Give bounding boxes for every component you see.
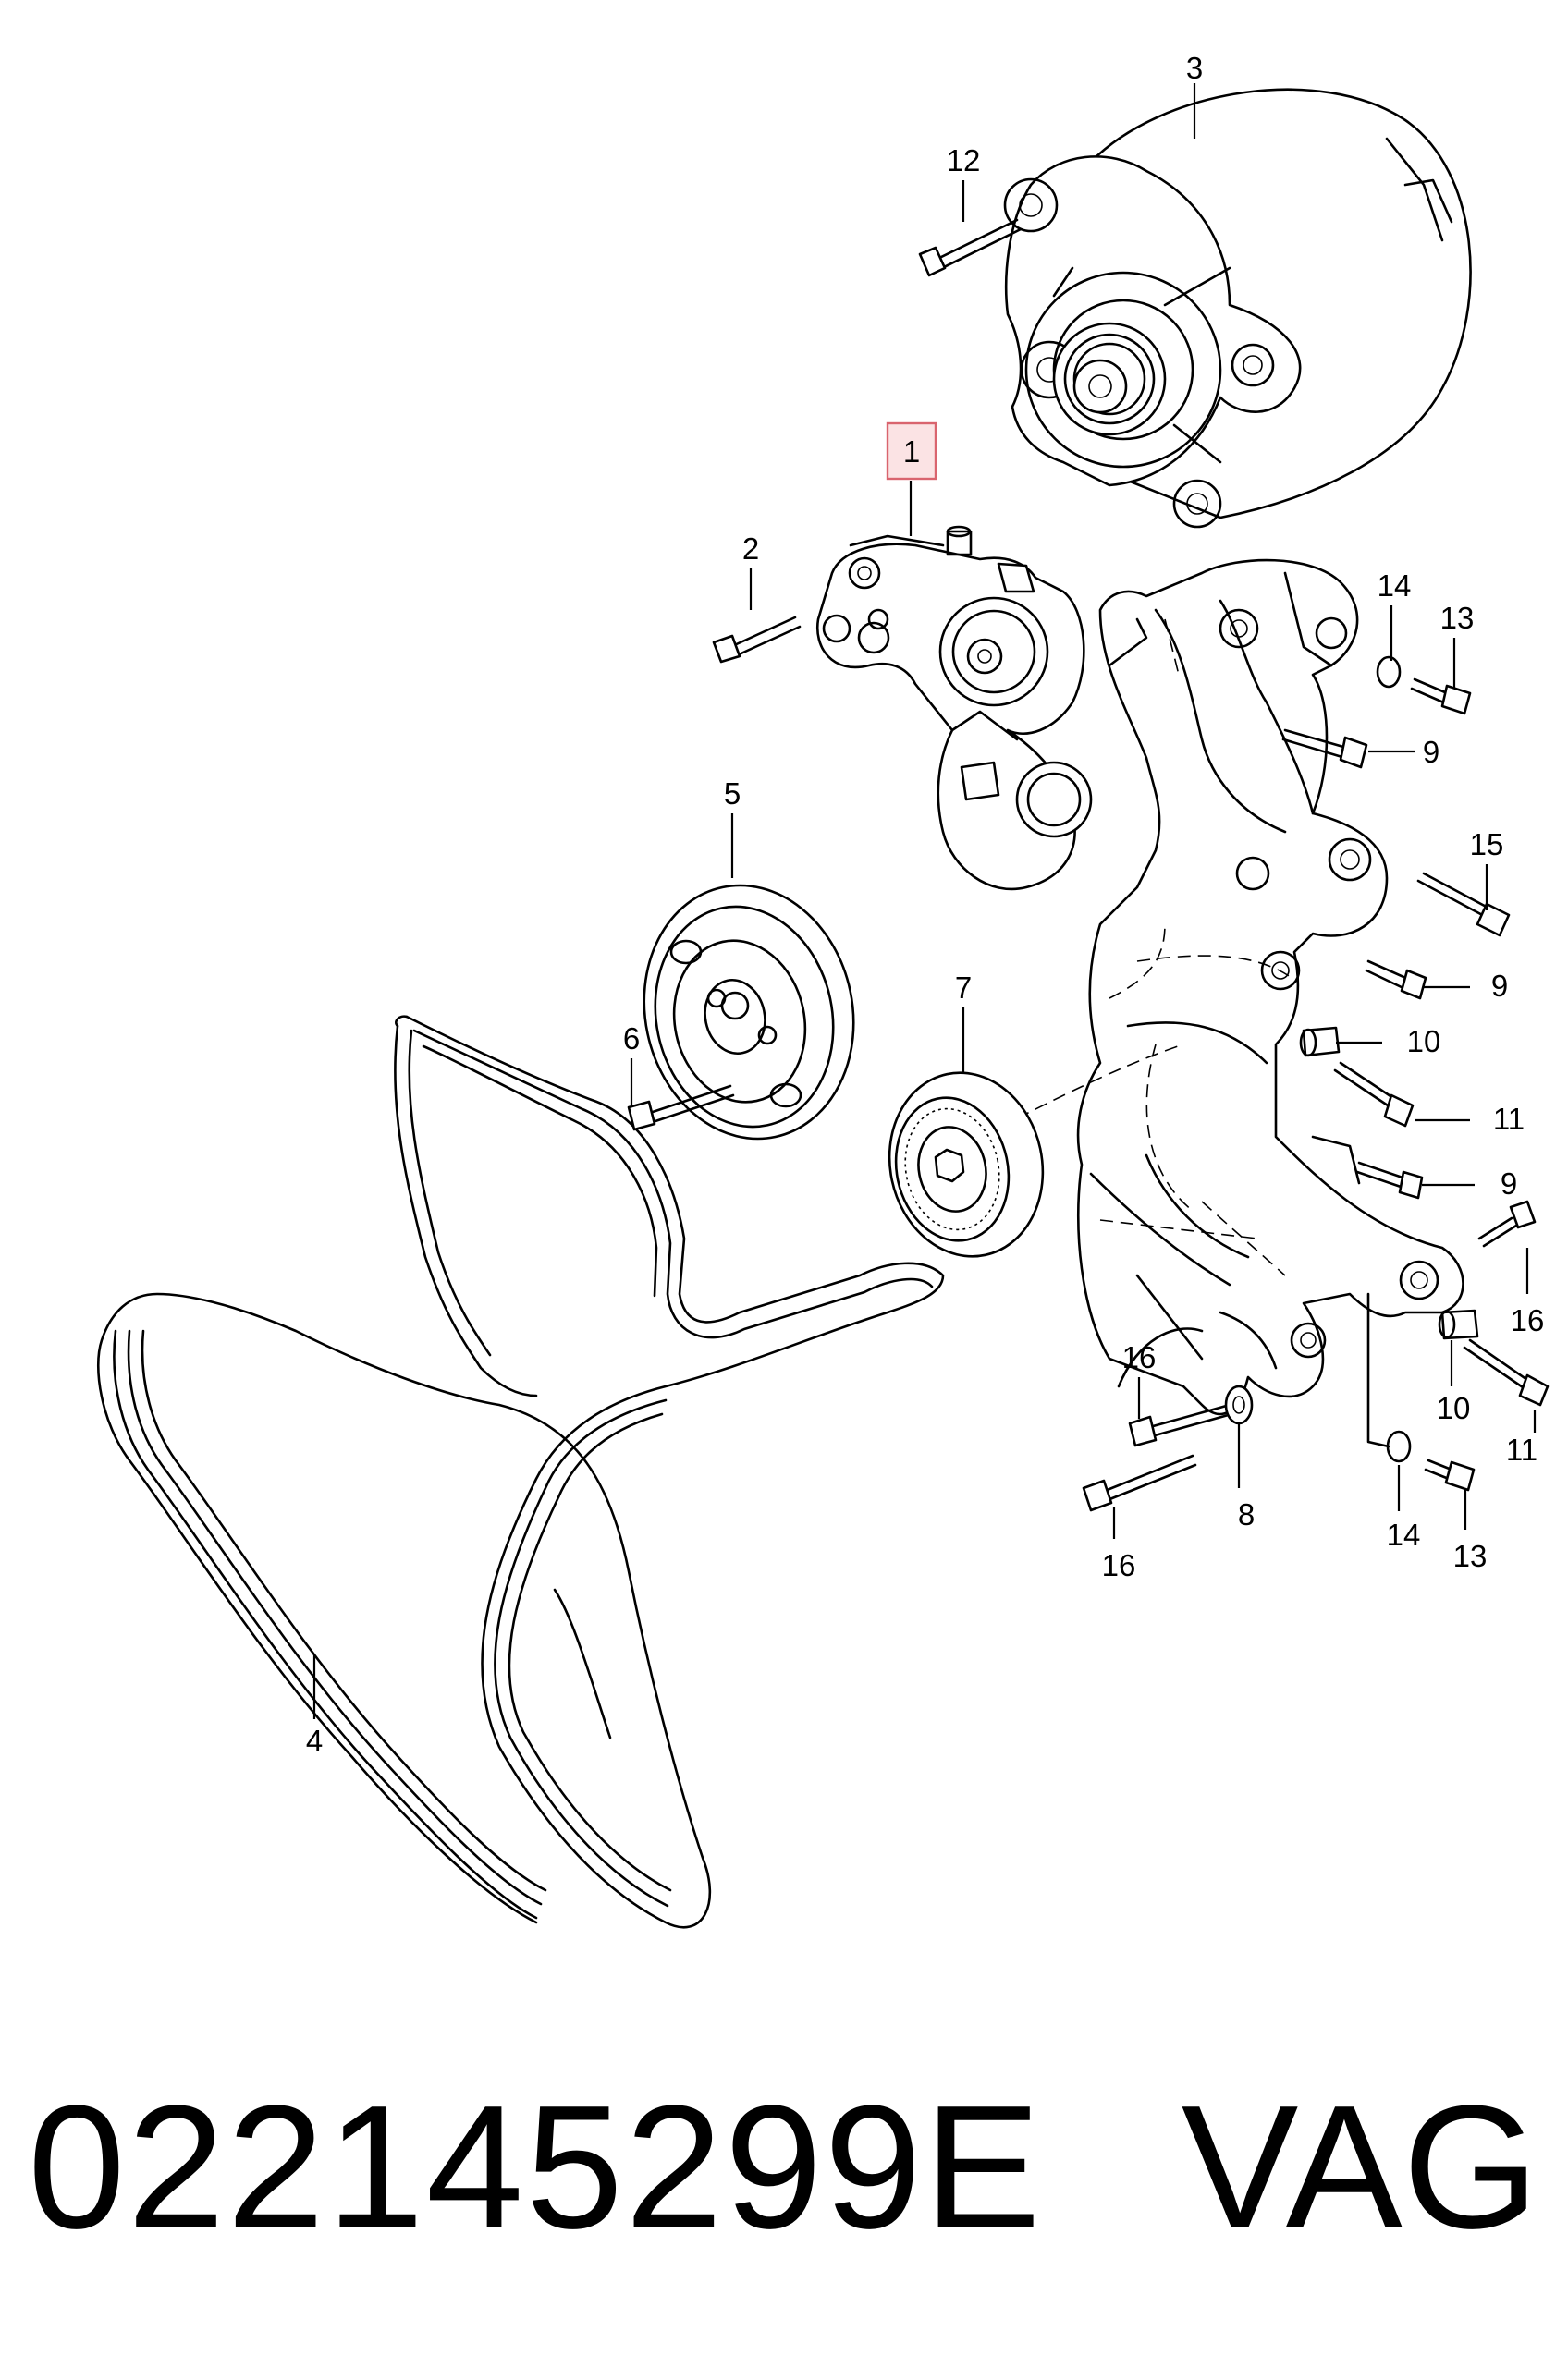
callout-leaders (312, 83, 1537, 1719)
deflection-pulley-5 (643, 884, 855, 1141)
callout-9-middle[interactable]: 9 (1491, 969, 1508, 1003)
callout-numbers: 1 2 3 4 5 6 7 8 9 9 9 10 10 11 11 12 13 … (306, 51, 1545, 1758)
callout-4[interactable]: 4 (306, 1724, 323, 1758)
callout-6[interactable]: 6 (623, 1021, 640, 1056)
poly-v-belt (96, 1015, 945, 1929)
callout-10-lower[interactable]: 10 (1437, 1391, 1471, 1425)
mounting-bracket (1016, 558, 1464, 1416)
callout-3[interactable]: 3 (1186, 51, 1203, 85)
callout-16-middle[interactable]: 16 (1122, 1340, 1157, 1374)
part-number: 022145299E (28, 2069, 1043, 2265)
callout-14-upper[interactable]: 14 (1378, 568, 1412, 603)
callout-12[interactable]: 12 (947, 143, 981, 177)
deflection-pulley-7 (888, 1071, 1045, 1258)
callout-15[interactable]: 15 (1470, 827, 1504, 861)
callout-16-right[interactable]: 16 (1511, 1303, 1545, 1337)
callout-5[interactable]: 5 (724, 776, 741, 811)
alternator (1003, 88, 1472, 529)
callout-1[interactable]: 1 (903, 434, 920, 469)
brand-name: VAG (1181, 2069, 1539, 2265)
callout-11-lower[interactable]: 11 (1506, 1433, 1537, 1467)
callout-13-upper[interactable]: 13 (1440, 601, 1475, 635)
fasteners (627, 218, 1550, 1512)
callout-9-lower[interactable]: 9 (1501, 1166, 1517, 1201)
belt-tensioner (815, 525, 1093, 891)
callout-11-upper[interactable]: 11 (1493, 1102, 1525, 1136)
callout-16-lower[interactable]: 16 (1102, 1548, 1136, 1582)
callout-14-lower[interactable]: 14 (1387, 1518, 1421, 1552)
callout-13-lower[interactable]: 13 (1453, 1539, 1488, 1573)
callout-2[interactable]: 2 (742, 531, 759, 566)
parts-diagram: 1 2 3 4 5 6 7 8 9 9 9 10 10 11 11 12 13 … (96, 51, 1550, 1929)
callout-7[interactable]: 7 (955, 970, 972, 1005)
callout-8[interactable]: 8 (1238, 1497, 1255, 1532)
highlight-box-part-1 (886, 421, 937, 481)
callout-9-upper[interactable]: 9 (1423, 735, 1439, 769)
callout-10-upper[interactable]: 10 (1407, 1024, 1441, 1058)
part-number-footer: 022145299E VAG (28, 2070, 1544, 2264)
